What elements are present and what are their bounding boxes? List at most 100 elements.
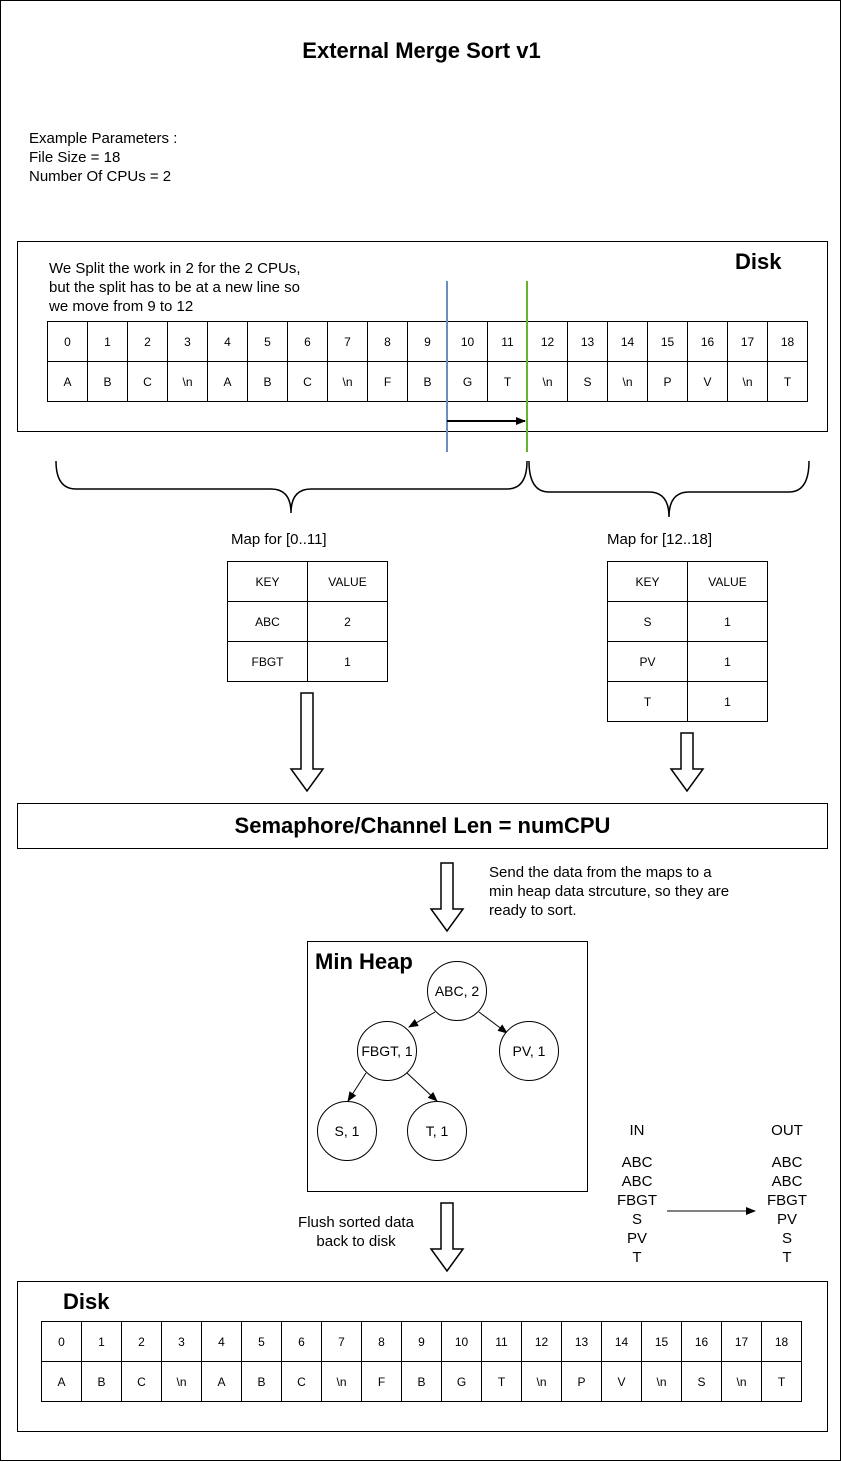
value-cell: \n (727, 361, 768, 402)
key-header: KEY (227, 561, 308, 602)
in-item: T (632, 1249, 642, 1266)
semaphore-box: Semaphore/Channel Len = numCPU (17, 803, 828, 849)
value-cell: \n (721, 1361, 762, 1402)
brace-right (528, 460, 810, 518)
heap-edge (408, 1011, 436, 1028)
split-note-line: we move from 9 to 12 (49, 298, 194, 315)
block-arrow-down (429, 1202, 465, 1273)
heap-edge (478, 1011, 508, 1034)
index-cell: 12 (527, 321, 568, 362)
value-cell: 1 (687, 641, 768, 682)
in-label: IN (629, 1122, 645, 1139)
send-note-line: ready to sort. (489, 902, 577, 919)
index-cell: 16 (687, 321, 728, 362)
out-item: T (782, 1249, 792, 1266)
index-cell: 6 (281, 1321, 322, 1362)
value-cell: V (687, 361, 728, 402)
index-cell: 3 (167, 321, 208, 362)
heap-node: FBGT, 1 (357, 1021, 417, 1081)
value-cell: S (681, 1361, 722, 1402)
out-item: FBGT (767, 1192, 807, 1209)
send-note-line: min heap data strcuture, so they are (489, 883, 730, 900)
index-cell: 8 (361, 1321, 402, 1362)
value-cell: A (47, 361, 88, 402)
params-num-cpus: Number Of CPUs = 2 (29, 168, 172, 185)
value-cell: T (761, 1361, 802, 1402)
index-cell: 1 (87, 321, 128, 362)
send-note-line: Send the data from the maps to a (489, 864, 712, 881)
index-cell: 4 (201, 1321, 242, 1362)
example-parameters: Example Parameters : File Size = 18 Numb… (29, 129, 177, 186)
heap-node-root: ABC, 2 (427, 961, 487, 1021)
index-cell: 1 (81, 1321, 122, 1362)
value-cell: 2 (307, 601, 388, 642)
out-item: ABC (771, 1173, 803, 1190)
value-cell: \n (167, 361, 208, 402)
split-note: We Split the work in 2 for the 2 CPUs, b… (49, 259, 301, 316)
value-cell: 1 (307, 641, 388, 682)
value-header: VALUE (307, 561, 388, 602)
heap-node: S, 1 (317, 1101, 377, 1161)
in-item: ABC (621, 1154, 653, 1171)
disk-bottom-label: Disk (63, 1289, 110, 1314)
value-cell: V (601, 1361, 642, 1402)
out-item: S (781, 1230, 792, 1247)
block-arrow-down (289, 692, 325, 793)
out-label: OUT (771, 1122, 803, 1139)
in-item: FBGT (617, 1192, 657, 1209)
heap-edge (347, 1072, 367, 1102)
value-cell: B (81, 1361, 122, 1402)
map-right-label: Map for [12..18] (607, 531, 713, 548)
table-row: S 1 (607, 601, 768, 642)
index-cell: 3 (161, 1321, 202, 1362)
index-cell: 11 (487, 321, 528, 362)
in-item: PV (626, 1230, 647, 1247)
index-cell: 15 (641, 1321, 682, 1362)
value-cell: \n (327, 361, 368, 402)
index-cell: 5 (247, 321, 288, 362)
value-cell: B (407, 361, 448, 402)
value-cell: G (441, 1361, 482, 1402)
split-note-line: We Split the work in 2 for the 2 CPUs, (49, 260, 301, 277)
index-cell: 13 (567, 321, 608, 362)
value-cell: F (361, 1361, 402, 1402)
flush-note-line: back to disk (316, 1233, 396, 1250)
index-cell: 14 (601, 1321, 642, 1362)
table-row: ABC 2 (227, 601, 388, 642)
params-heading: Example Parameters : (29, 130, 178, 147)
table-header-row: KEY VALUE (227, 561, 388, 602)
table-row: T 1 (607, 681, 768, 722)
split-note-line: but the split has to be at a new line so (49, 279, 300, 296)
index-cell: 0 (47, 321, 88, 362)
heap-edge (406, 1072, 438, 1102)
brace-left (55, 460, 528, 514)
value-cell: A (207, 361, 248, 402)
out-column: OUT ABC ABC FBGT PV S T (757, 1121, 817, 1267)
out-item: PV (776, 1211, 797, 1228)
index-cell: 0 (41, 1321, 82, 1362)
min-heap-title: Min Heap (315, 949, 413, 974)
key-cell: ABC (227, 601, 308, 642)
value-cell: C (127, 361, 168, 402)
table-row: FBGT 1 (227, 641, 388, 682)
value-cell: P (561, 1361, 602, 1402)
index-cell: 5 (241, 1321, 282, 1362)
key-cell: S (607, 601, 688, 642)
value-cell: \n (607, 361, 648, 402)
out-item: ABC (771, 1154, 803, 1171)
value-cell: \n (641, 1361, 682, 1402)
heap-node: PV, 1 (499, 1021, 559, 1081)
flush-note: Flush sorted data back to disk (281, 1213, 431, 1251)
in-item: S (631, 1211, 642, 1228)
index-cell: 4 (207, 321, 248, 362)
send-note: Send the data from the maps to a min hea… (489, 863, 729, 920)
disk-top-label: Disk (735, 249, 782, 274)
diagram-title: External Merge Sort v1 (302, 38, 541, 63)
